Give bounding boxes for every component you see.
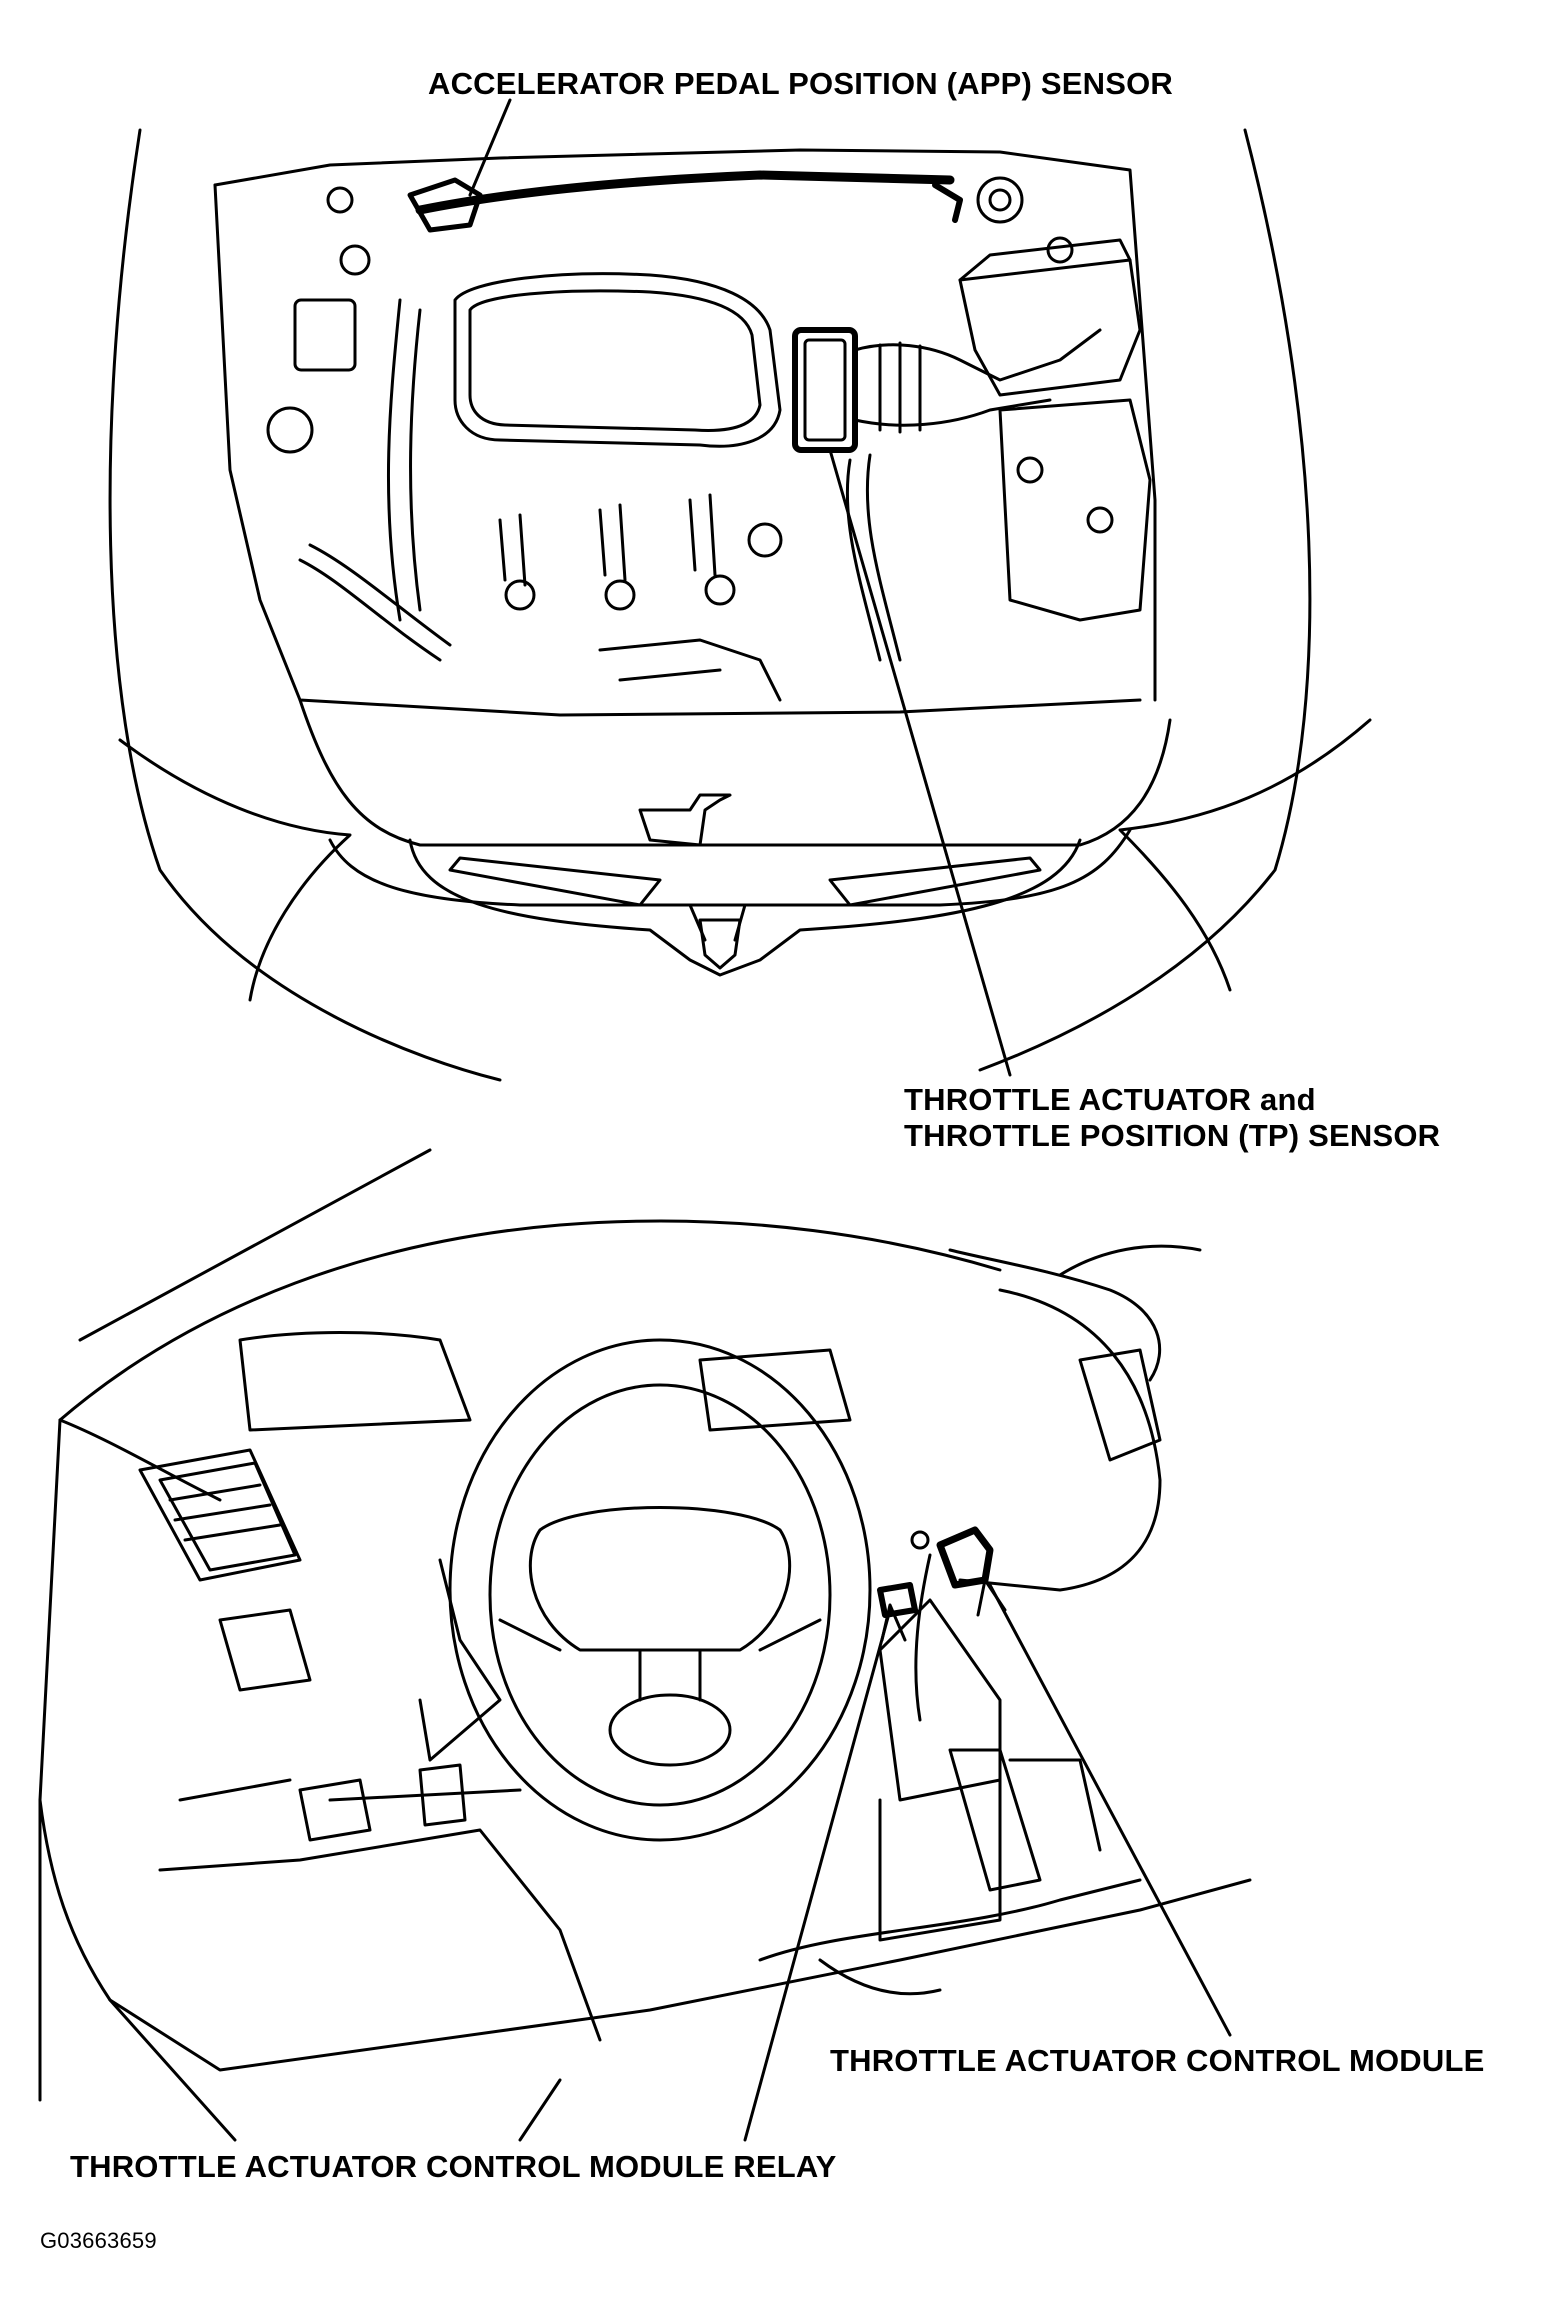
app-sensor-label: ACCELERATOR PEDAL POSITION (APP) SENSOR [428,66,1173,101]
throttle-body-highlight [792,327,858,453]
app-sensor-leader [468,98,512,197]
figure-code: G03663659 [40,2228,157,2253]
relay-label-leader-left [108,1998,237,2142]
control-module-relay-label: THROTTLE ACTUATOR CONTROL MODULE RELAY [70,2149,837,2184]
tp-sensor-label-line1: THROTTLE ACTUATOR and [904,1082,1316,1117]
tp-sensor-label-line2: THROTTLE POSITION (TP) SENSOR [904,1118,1441,1153]
relay-label-leader-mid [518,2078,562,2142]
tp-sensor-leader [828,448,1012,1077]
relay-arrow [880,1603,907,1642]
module-arrow [976,1578,1007,1617]
control-module-relay-leader [743,1608,892,2142]
engine-bay-illustration [108,128,1372,1082]
interior-illustration [38,1148,1252,2102]
throttle-actuator-tp-sensor-label: THROTTLE ACTUATOR and THROTTLE POSITION … [904,1082,1440,1154]
control-module-leader [988,1583,1232,2037]
control-module-label: THROTTLE ACTUATOR CONTROL MODULE [830,2043,1485,2078]
